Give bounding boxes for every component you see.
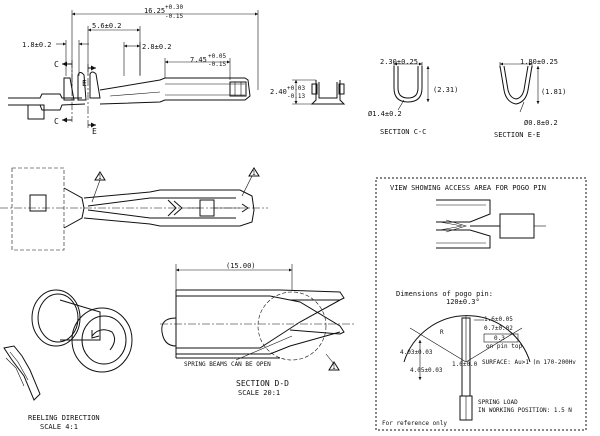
dim-2-40-tol-bottom: -0.13 [287, 93, 305, 100]
dim-2-30: 2.30±0.25 [380, 58, 418, 66]
pogo-radius: R [440, 329, 444, 336]
pogo-tip-dim: 1.0±0.0 [452, 361, 478, 368]
section-e-e: 1.80±0.25 (1.81) Ø0.8±0.2 SECTION E-E [494, 58, 566, 139]
section-c-c-label: SECTION C-C [380, 128, 426, 136]
section-c-c: 2.40 +0.03 -0.13 2.30±0.25 (2.31) Ø1.4±0… [270, 58, 458, 136]
pogo-angle: 120±0.3° [446, 298, 480, 306]
pogo-dims-title: Dimensions of pogo pin: [396, 290, 493, 298]
section-d-d-title: SECTION D-D [236, 379, 289, 388]
dim-1-8: 1.8±0.2 [22, 41, 52, 49]
dim-overall-tol-top: +0.30 [165, 4, 183, 11]
dim-1-81: (1.81) [541, 88, 566, 96]
cut-label-e-top: E [82, 79, 87, 88]
spring-beams-note: SPRING BEAMS CAN BE OPEN [184, 361, 271, 368]
pogo-dim-4-05: 4.05±0.03 [410, 367, 443, 374]
dim-5-6: 5.6±0.2 [92, 22, 122, 30]
dim-overall-tol-bottom: -0.15 [165, 13, 183, 20]
section-e-e-label: SECTION E-E [494, 131, 540, 139]
cut-label-c-bottom: C [54, 117, 59, 126]
dim-2-40-tol-top: +0.03 [287, 85, 305, 92]
pogo-gdt-tol: 0.3 [494, 335, 505, 342]
pogo-on-pin-top: on pin top [486, 343, 523, 350]
dim-0-8: Ø0.8±0.2 [524, 119, 558, 127]
side-view: 16.25 +0.30 -0.15 5.6±0.2 1.8±0.2 2.8±0.… [8, 4, 259, 136]
pogo-reference-note: For reference only [382, 420, 447, 427]
pogo-dim-0-7: 0.7±0.02 [484, 325, 513, 332]
dim-1-4: Ø1.4±0.2 [368, 110, 402, 118]
dim-15-00: (15.00) [226, 262, 256, 270]
reel-view: REELING DIRECTION SCALE 4:1 [3, 289, 133, 431]
dim-1-80: 1.80±0.25 [520, 58, 558, 66]
pogo-spring-load-1: SPRING LOAD [478, 399, 518, 406]
pogo-surface: SURFACE: Au>1 (m 170-200Hv [482, 359, 576, 366]
dim-2-31: (2.31) [433, 86, 458, 94]
top-view: 1 1 [0, 167, 268, 251]
reeling-scale-label: SCALE 4:1 [40, 423, 78, 431]
cut-label-c-top: C [54, 60, 59, 69]
pogo-view-title: VIEW SHOWING ACCESS AREA FOR POGO PIN [390, 184, 546, 192]
section-d-d-scale: SCALE 20:1 [238, 389, 280, 397]
reeling-direction-label: REELING DIRECTION [28, 414, 100, 422]
pogo-dim-1-6: 1.6±0.05 [484, 316, 513, 323]
note-flag-3: 1 [332, 364, 336, 371]
dim-2-8: 2.8±0.2 [142, 43, 172, 51]
dim-7-45-tol-top: +0.05 [208, 53, 226, 60]
pogo-spring-load-2: IN WORKING POSITION: 1.5 N [478, 407, 572, 414]
section-d-d: (15.00) SPRING BEAMS CAN BE OPEN 1 SECTI… [160, 262, 356, 397]
dim-7-45-tol-bottom: -0.15 [208, 61, 226, 68]
cut-label-e-bottom: E [92, 127, 97, 136]
dim-overall: 16.25 [144, 7, 165, 15]
dim-7-45: 7.45 [190, 56, 207, 64]
note-flag-1: 1 [98, 174, 102, 181]
dim-2-40: 2.40 [270, 88, 287, 96]
note-flag-2: 1 [252, 170, 256, 177]
pogo-pin-panel: VIEW SHOWING ACCESS AREA FOR POGO PIN Di… [375, 177, 587, 431]
pogo-dim-4-03: 4.03±0.03 [400, 349, 433, 356]
